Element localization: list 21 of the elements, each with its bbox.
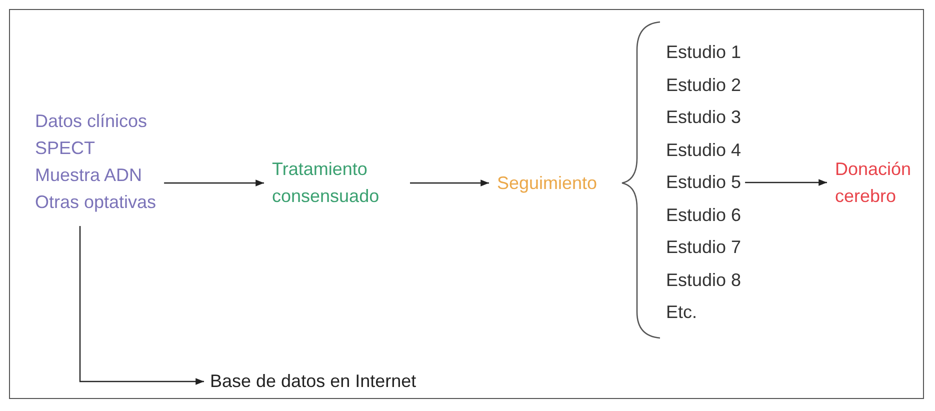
step-label: Estudio 5 — [666, 171, 742, 194]
step-label: Estudio 8 — [666, 268, 742, 292]
step-label: Tratamiento consensuado — [272, 158, 380, 208]
list-item: Muestra ADN — [35, 164, 144, 187]
step-label: Estudio 7 — [666, 236, 742, 259]
step-label: Base de datos en Internet — [210, 370, 416, 393]
step-label: Donación cerebro — [835, 158, 912, 208]
list-item: Otras optativas — [35, 191, 156, 214]
arrow — [164, 180, 264, 186]
list-item: Datos clínicos — [35, 110, 148, 133]
step-label: Estudio 1 — [666, 41, 742, 64]
arrow — [745, 179, 827, 186]
step-label: Estudio 2 — [666, 74, 742, 96]
step-label: Estudio 4 — [666, 138, 742, 162]
step-label: Estudio 3 — [666, 106, 742, 129]
list-item: SPECT — [35, 137, 96, 160]
step-label: Seguimiento — [497, 172, 598, 195]
step-label: Etc. — [666, 301, 698, 324]
step-label: Estudio 6 — [666, 204, 742, 226]
arrow — [79, 226, 204, 385]
arrow — [410, 180, 489, 186]
